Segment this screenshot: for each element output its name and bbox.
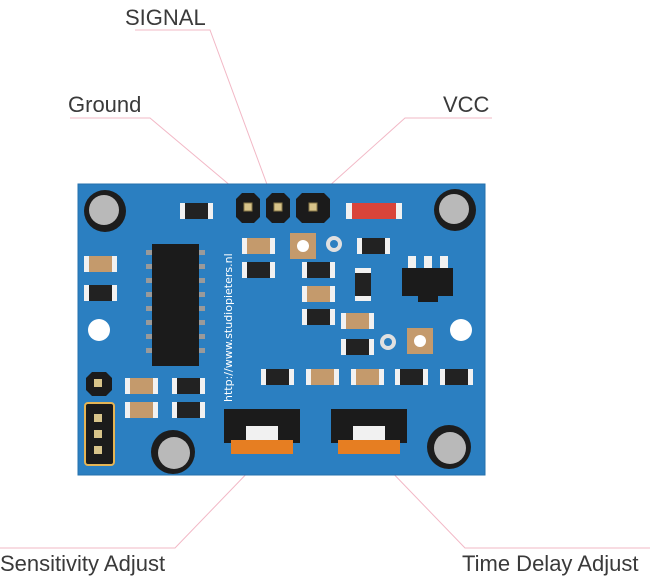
capacitor-center-3 — [341, 313, 374, 329]
resistor-center-4 — [302, 309, 335, 325]
small-hole-left — [88, 319, 110, 341]
resistor-lower-2 — [172, 402, 205, 418]
sensitivity-leader-line — [0, 464, 256, 549]
mounting-hole-top-right — [434, 189, 476, 231]
leader-lines — [0, 29, 650, 549]
sensitivity-adjust-label: Sensitivity Adjust — [0, 551, 165, 576]
led-component — [346, 203, 402, 219]
ic-chip-icon — [146, 244, 205, 366]
vcc-label: VCC — [443, 92, 490, 117]
board-url-text: http://www.studiopieters.nl — [222, 253, 235, 402]
resistor-bottom-2 — [395, 369, 428, 385]
potentiometer-time-delay-icon — [331, 409, 407, 454]
resistor-bottom-3 — [440, 369, 473, 385]
resistor-left — [84, 285, 117, 301]
capacitor-center-1 — [242, 238, 275, 254]
resistor-center-2 — [357, 238, 390, 254]
small-hole-right — [450, 319, 472, 341]
resistor-lower-1 — [172, 378, 205, 394]
resistor-center-1 — [242, 262, 275, 278]
resistor-center-5 — [341, 339, 374, 355]
mounting-hole-bottom-left — [151, 430, 195, 474]
time-delay-adjust-label: Time Delay Adjust — [462, 551, 638, 576]
time-delay-leader-line — [384, 464, 650, 549]
ground-leader-line — [70, 117, 239, 193]
capacitor-bottom-1 — [306, 369, 339, 385]
capacitor-center-2 — [302, 286, 335, 302]
jumper-block — [84, 372, 115, 466]
capacitor-lower-1 — [125, 378, 158, 394]
via-2 — [380, 334, 396, 350]
signal-leader-line — [135, 29, 273, 199]
potentiometer-sensitivity-icon — [224, 409, 300, 454]
resistor-center-3 — [302, 262, 335, 278]
voltage-regulator-icon — [402, 256, 453, 302]
pin-header-icon — [236, 193, 330, 223]
capacitor-left-top — [84, 256, 117, 272]
capacitor-lower-2 — [125, 402, 158, 418]
test-pad-2 — [407, 328, 433, 354]
via-1 — [326, 236, 342, 252]
vcc-leader-line — [317, 117, 492, 197]
capacitor-bottom-2 — [351, 369, 384, 385]
mounting-holes — [84, 189, 476, 474]
mounting-hole-bottom-right — [427, 425, 471, 469]
resistor-vertical — [355, 268, 371, 301]
test-pad-1 — [290, 233, 316, 259]
mounting-hole-top-left — [84, 190, 126, 232]
ground-label: Ground — [68, 92, 141, 117]
signal-label: SIGNAL — [125, 5, 206, 30]
resistor-bottom-1 — [261, 369, 294, 385]
resistor-top — [180, 203, 213, 219]
